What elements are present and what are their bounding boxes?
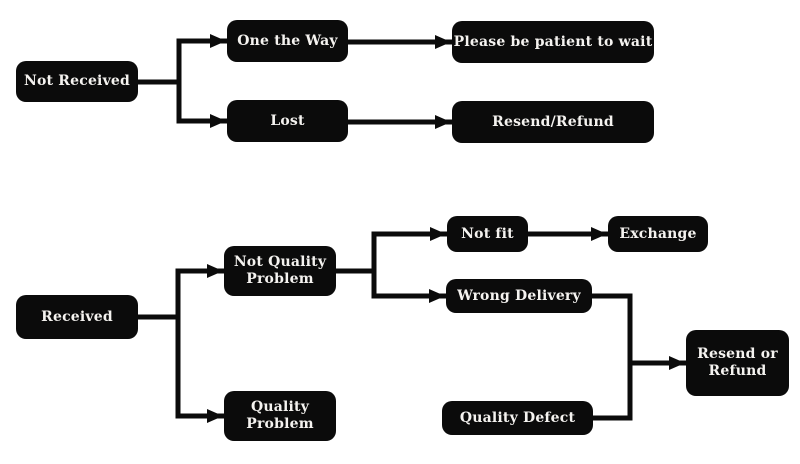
node-not-received: Not Received [16, 61, 138, 102]
node-wrong-delivery: Wrong Delivery [446, 279, 592, 313]
node-resend-or-refund: Resend or Refund [686, 330, 789, 396]
node-quality-defect: Quality Defect [442, 401, 593, 435]
node-one-the-way: One the Way [227, 20, 348, 62]
node-quality-problem: Quality Problem [224, 391, 336, 441]
node-exchange: Exchange [608, 216, 708, 252]
node-received: Received [16, 295, 138, 339]
node-lost: Lost [227, 100, 348, 142]
node-resend-refund: Resend/Refund [452, 101, 654, 143]
node-not-quality-problem: Not Quality Problem [224, 246, 336, 296]
node-not-fit: Not fit [447, 216, 528, 252]
node-please-be-patient: Please be patient to wait [452, 21, 654, 63]
